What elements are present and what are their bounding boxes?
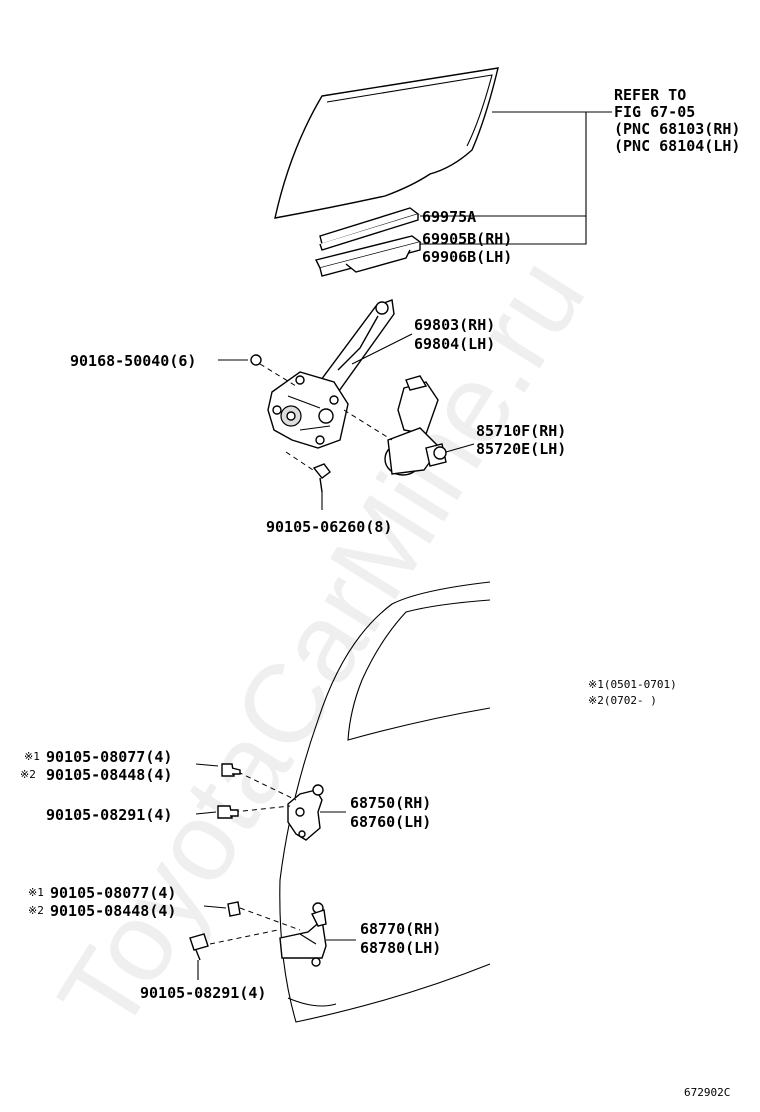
label-90105-08291-lower: 90105-08291(4) — [140, 984, 266, 1002]
label-90105-06260: 90105-06260(8) — [266, 518, 392, 536]
label-68760: 68760(LH) — [350, 813, 431, 831]
label-85720e: 85720E(LH) — [476, 440, 566, 458]
legend-note-2: ※2(0702- ) — [588, 694, 657, 707]
window-motor — [343, 375, 447, 476]
bolt-90105-06260 — [285, 451, 331, 510]
label-69804: 69804(LH) — [414, 335, 495, 353]
glass-channel-69905b — [314, 235, 422, 277]
bolt-lower-b — [189, 933, 209, 980]
mark-1-lower: ※1 — [28, 886, 44, 899]
label-90105-08077-lower: 90105-08077(4) — [50, 884, 176, 902]
label-90105-08077-upper: 90105-08077(4) — [46, 748, 172, 766]
label-68750: 68750(RH) — [350, 794, 431, 812]
upper-hinge — [233, 771, 324, 841]
lower-hinge — [209, 902, 327, 967]
bolt-90168 — [250, 354, 297, 387]
leader-upper-b — [195, 811, 217, 815]
refer-line-2: FIG 67-05 — [614, 103, 695, 121]
leader-85710f — [445, 443, 475, 453]
leader-69803 — [351, 333, 413, 365]
label-90105-08291-upper: 90105-08291(4) — [46, 806, 172, 824]
refer-note: REFER TO FIG 67-05 (PNC 68103(RH) (PNC 6… — [614, 86, 740, 155]
refer-line-3: (PNC 68103(RH) — [614, 120, 740, 138]
bolt-upper-b — [217, 805, 239, 819]
label-69906b: 69906B(LH) — [422, 248, 512, 266]
door-glass — [274, 67, 499, 219]
mark-2-upper: ※2 — [20, 768, 36, 781]
label-68780: 68780(LH) — [360, 939, 441, 957]
label-68770: 68770(RH) — [360, 920, 441, 938]
leader-lower-a — [203, 905, 227, 909]
refer-line-1: REFER TO — [614, 86, 686, 104]
label-69975a: 69975A — [422, 208, 476, 226]
legend-note-1: ※1(0501-0701) — [588, 678, 677, 691]
label-69803: 69803(RH) — [414, 316, 495, 334]
mark-1-upper: ※1 — [24, 750, 40, 763]
label-85710f: 85710F(RH) — [476, 422, 566, 440]
door-outline — [279, 581, 491, 1023]
window-regulator — [267, 299, 395, 449]
bolt-lower-a — [227, 901, 241, 917]
refer-line-4: (PNC 68104(LH) — [614, 137, 740, 155]
leader-upper-a — [195, 763, 219, 767]
label-90168: 90168-50040(6) — [70, 352, 196, 370]
figure-code: 672902C — [684, 1086, 730, 1099]
label-90105-08448-lower: 90105-08448(4) — [50, 902, 176, 920]
label-69905b: 69905B(RH) — [422, 230, 512, 248]
bolt-upper-a — [221, 763, 241, 777]
mark-2-lower: ※2 — [28, 904, 44, 917]
label-90105-08448-upper: 90105-08448(4) — [46, 766, 172, 784]
refer-leaders — [420, 111, 612, 245]
glass-channel-69975a — [319, 207, 420, 251]
